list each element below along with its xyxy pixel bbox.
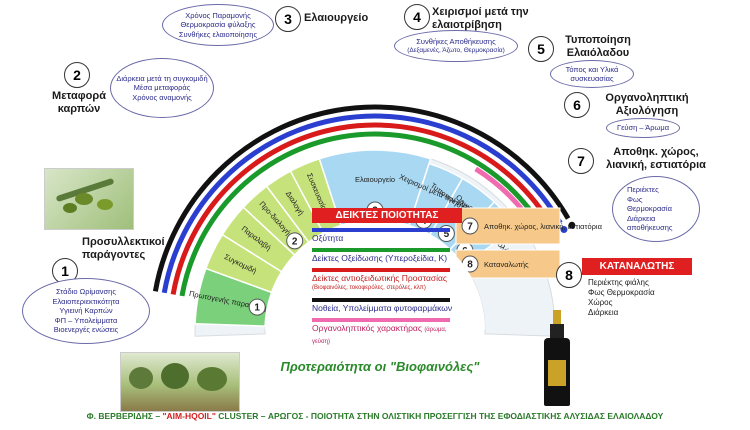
stage-7-detail: Θερμοκρασία xyxy=(627,204,672,214)
stage-5-details: Τόπος και Υλικά συσκευασίας xyxy=(550,60,634,88)
legend-swatch xyxy=(312,318,450,322)
stage-5-detail: Τόπος και Υλικά συσκευασίας xyxy=(565,64,619,84)
stage-6-details: Γεύση – Άρωμα xyxy=(606,118,680,138)
legend-label: Οργανοληπτικός χαρακτήρας (άρωμα, γεύση) xyxy=(312,323,462,347)
legend-swatch xyxy=(312,248,450,252)
stage-1-details: Στάδιο Ωρίμανσης Ελαιοπεριεκτικότητα Υγι… xyxy=(22,278,150,344)
quality-indicators-legend: ΔΕΙΚΤΕΣ ΠΟΙΟΤΗΤΑΣ Οξύτητα Δείκτες Οξείδω… xyxy=(312,208,462,358)
sector-number: 5 xyxy=(444,229,450,240)
indicator-arc xyxy=(161,113,563,294)
sector-number-circle xyxy=(286,232,304,250)
stage-5-title: Τυποποίηση Ελαιόλαδου xyxy=(565,34,631,59)
consumers-title: ΚΑΤΑΝΑΛΩΤΗΣ xyxy=(582,258,692,275)
right-block-label: Αποθηκ. χώρος, λιανική, εστιατόρια xyxy=(484,222,603,231)
stage-1-detail: Βιοενεργές ενώσεις xyxy=(53,325,119,335)
legend-item-antioxidant: Δείκτες αντιοξειδωτικής Προστασίας (Βιοφ… xyxy=(312,268,462,293)
stage-6-detail: Γεύση – Άρωμα xyxy=(616,123,670,133)
legend-item-oxidation: Δείκτες Οξείδωσης (Υπεροξείδια, Κ) xyxy=(312,248,462,263)
priority-text: Προτεραιότητα οι "Βιοφαινόλες" xyxy=(280,359,480,374)
stage-1-detail: ΦΠ – Υπολείμματα xyxy=(54,315,118,325)
stage-7-details: Περιέκτες Φως Θερμοκρασία Διάρκεια αποθή… xyxy=(612,176,700,242)
stage-4-number: 4 xyxy=(404,4,430,30)
footer-caption: Φ. ΒΕΡΒΕΡΙΔΗΣ – "AIM-HQOIL" CLUSTER – ΑΡ… xyxy=(0,411,750,421)
stage-3-title: Ελαιουργείο xyxy=(304,12,369,24)
stage-4-detail: Συνθήκες Αποθήκευσης xyxy=(416,36,496,46)
stage-3-number: 3 xyxy=(275,6,301,32)
legend-label: Οξύτητα xyxy=(312,233,344,243)
stage-8-number: 8 xyxy=(556,262,582,288)
stage-6-number: 6 xyxy=(564,92,590,118)
footer-rest: CLUSTER – ΑΡΩΓΟΣ - ΠΟΙΟΤΗΤΑ ΣΤΗΝ ΟΛΙΣΤΙΚ… xyxy=(218,411,664,421)
legend-swatch xyxy=(312,298,450,302)
stage-2-detail: Χρόνος αναμονής xyxy=(132,92,192,102)
stage-2-details: Διάρκεια μετά τη συγκομιδή Μέσα μεταφορά… xyxy=(110,58,214,118)
legend-item-adulteration: Νοθεία, Υπολείμματα φυτοφαρμάκων xyxy=(312,298,462,313)
indicator-arc xyxy=(170,122,555,295)
right-block-number: 8 xyxy=(467,260,473,271)
legend-label-text: Οργανοληπτικός χαρακτήρας xyxy=(312,323,422,333)
legend-swatch xyxy=(312,268,450,272)
indicator-arc xyxy=(179,131,547,297)
legend-item-organoleptic: Οργανοληπτικός χαρακτήρας (άρωμα, γεύση) xyxy=(312,318,462,347)
legend-label: Δείκτες αντιοξειδωτικής Προστασίας xyxy=(312,273,448,283)
stage-7-detail: Διάρκεια αποθήκευσης xyxy=(627,213,673,233)
legend-label: Δείκτες Οξείδωσης (Υπεροξείδια, Κ) xyxy=(312,253,448,263)
olive-branch-image xyxy=(44,168,134,230)
indicator-arrowhead xyxy=(568,221,576,229)
olive-oil-bottle-image xyxy=(540,310,574,406)
footer-author: Φ. ΒΕΡΒΕΡΙΔΗΣ – xyxy=(86,411,161,421)
stage-2-number: 2 xyxy=(64,62,90,88)
stage-4-title: Χειρισμοί μετά την ελαιοτρίβηση xyxy=(432,6,529,31)
right-block-number-circle xyxy=(461,217,479,235)
stage-4-details: Συνθήκες Αποθήκευσης (Δεξαμενές, Άζωτο, … xyxy=(394,30,518,62)
legend-label: Νοθεία, Υπολείμματα φυτοφαρμάκων xyxy=(312,303,453,313)
consumers-list: Περιέκτης φιάλης Φως Θερμοκρασία Χώρος Δ… xyxy=(582,275,692,318)
stage-6-title: Οργανοληπτική Αξιολόγηση xyxy=(605,92,689,117)
sector-number: 2 xyxy=(292,236,298,247)
stage-1-detail: Στάδιο Ωρίμανσης xyxy=(56,287,116,297)
olive-grove-image xyxy=(120,352,240,412)
stage-3-details: Χρόνος Παραμονής Θερμοκρασία φύλαξης Συν… xyxy=(162,4,274,46)
stage-7-detail: Φως xyxy=(627,194,643,204)
sector-number: 1 xyxy=(254,303,260,314)
stage-3-detail: Θερμοκρασία φύλαξης xyxy=(180,20,256,30)
consumer-detail: Φως Θερμοκρασία xyxy=(588,288,655,297)
legend-swatch xyxy=(312,228,450,232)
stage-2-title: Μεταφορά καρπών xyxy=(52,90,106,115)
legend-title: ΔΕΙΚΤΕΣ ΠΟΙΟΤΗΤΑΣ xyxy=(312,208,462,223)
legend-item-acidity: Οξύτητα xyxy=(312,228,462,243)
footer-project: "AIM-HQOIL" xyxy=(162,411,216,421)
stage-7-title: Αποθηκ. χώρος, λιανική, εστιατόρια xyxy=(606,146,706,171)
consumer-detail: Διάρκεια xyxy=(588,308,619,317)
right-block-label: Καταναλωτής xyxy=(484,260,529,269)
stage-1-title: Προσυλλεκτικοί παράγοντες xyxy=(82,236,165,261)
stage-3-detail: Χρόνος Παραμονής xyxy=(185,10,251,20)
stage-1-detail: Ελαιοπεριεκτικότητα xyxy=(52,296,120,306)
stage-1-detail: Υγιεινή Καρπών xyxy=(59,306,113,316)
indicator-arc xyxy=(152,104,571,292)
indicator-arrowhead xyxy=(560,226,568,234)
consumer-detail: Χώρος xyxy=(588,298,613,307)
legend-sublabel: (άρωμα, γεύση) xyxy=(312,327,447,345)
wheel-center xyxy=(265,220,485,330)
stage-4-detail: (Δεξαμενές, Άζωτο, Θερμοκρασία) xyxy=(407,47,505,54)
stage-7-detail: Περιέκτες xyxy=(627,185,659,195)
consumers-box: ΚΑΤΑΝΑΛΩΤΗΣ Περιέκτης φιάλης Φως Θερμοκρ… xyxy=(582,258,692,318)
stage-7-number: 7 xyxy=(568,148,594,174)
legend-sublabel: (Βιοφαινόλες, τοκοφερόλες, στερόλες, κλπ… xyxy=(312,285,426,291)
stage-5-number: 5 xyxy=(528,36,554,62)
stage-2-detail: Μέσα μεταφοράς xyxy=(133,83,191,93)
stage-3-detail: Συνθήκες ελαιοποίησης xyxy=(178,29,258,39)
arrow-layer xyxy=(152,104,576,297)
sector-number-circle xyxy=(248,298,266,316)
consumer-detail: Περιέκτης φιάλης xyxy=(588,278,649,287)
stage-2-detail: Διάρκεια μετά τη συγκομιδή xyxy=(116,73,208,83)
right-block-number: 7 xyxy=(467,222,473,233)
sector-label: Ελαιουργείο xyxy=(355,175,395,184)
